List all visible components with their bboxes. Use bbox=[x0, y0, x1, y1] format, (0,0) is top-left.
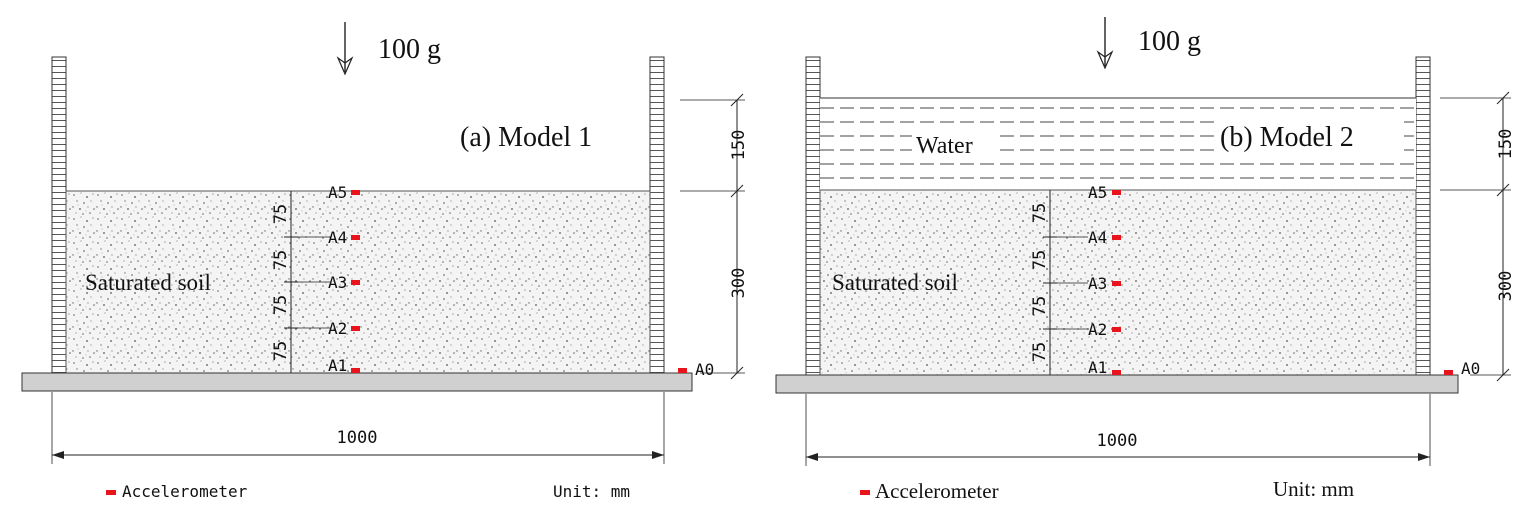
gravity-arrow-icon bbox=[1096, 17, 1114, 70]
base-sensor-label: A0 bbox=[695, 360, 714, 379]
depth-dimension-75 bbox=[1043, 190, 1088, 375]
accelerometer-marker bbox=[678, 368, 687, 373]
legend-label: Accelerometer bbox=[122, 482, 248, 501]
sensor-label: A1 bbox=[328, 356, 347, 375]
depth-dimension-75 bbox=[284, 191, 330, 373]
accelerometer-marker bbox=[351, 235, 360, 240]
dim-75-label: 75 bbox=[271, 341, 291, 361]
dim-300-label: 300 bbox=[729, 268, 749, 299]
dim-75-label: 75 bbox=[1030, 203, 1050, 223]
gravity-label: 100 g bbox=[1138, 26, 1201, 57]
dim-150-label: 150 bbox=[729, 130, 749, 161]
container-wall-right bbox=[1415, 56, 1431, 376]
accelerometer-marker bbox=[1112, 190, 1121, 195]
base-plate bbox=[775, 374, 1459, 394]
sensor-label: A4 bbox=[1088, 228, 1107, 247]
accelerometer-marker bbox=[351, 368, 360, 373]
height-dimension bbox=[1440, 91, 1511, 382]
dim-75-label: 75 bbox=[271, 250, 291, 270]
dim-75-label: 75 bbox=[1030, 296, 1050, 316]
unit-label: Unit: mm bbox=[553, 482, 630, 501]
base-plate bbox=[21, 372, 693, 392]
accelerometer-marker bbox=[351, 190, 360, 195]
water-label-bg bbox=[912, 130, 998, 160]
legend-marker bbox=[860, 490, 870, 495]
dim-75-label: 75 bbox=[1030, 250, 1050, 270]
panel-title: (b) Model 2 bbox=[1220, 122, 1354, 153]
sensor-label: A4 bbox=[328, 228, 347, 247]
gravity-label: 100 g bbox=[378, 34, 441, 65]
width-dimension bbox=[805, 394, 1431, 466]
legend-marker bbox=[106, 490, 116, 495]
width-dimension bbox=[51, 392, 665, 464]
height-dimension bbox=[680, 93, 745, 380]
container-wall-right bbox=[649, 56, 665, 374]
accelerometer-marker bbox=[1112, 235, 1121, 240]
legend-label: Accelerometer bbox=[875, 479, 999, 503]
sensor-label: A3 bbox=[1088, 274, 1107, 293]
sensor-label: A3 bbox=[328, 273, 347, 292]
sensor-label: A1 bbox=[1088, 358, 1107, 377]
water-label: Water bbox=[916, 133, 973, 159]
gravity-arrow-icon bbox=[336, 22, 354, 76]
unit-label: Unit: mm bbox=[1273, 477, 1354, 501]
accelerometer-marker bbox=[1112, 281, 1121, 286]
accelerometer-marker bbox=[1112, 370, 1121, 375]
accelerometer-marker bbox=[351, 280, 360, 285]
base-sensor-label: A0 bbox=[1461, 359, 1480, 378]
panel-model-2: 100 g Water (b) Model 2 Saturated soil bbox=[775, 17, 1516, 503]
dim-75-label: 75 bbox=[271, 295, 291, 315]
dim-300-label: 300 bbox=[1496, 271, 1516, 302]
container-wall-left bbox=[51, 56, 67, 374]
dim-75-label: 75 bbox=[1030, 342, 1050, 362]
container-wall-left bbox=[805, 56, 821, 376]
sensor-label: A5 bbox=[328, 183, 347, 202]
accelerometer-marker bbox=[1112, 327, 1121, 332]
sensor-label: A2 bbox=[1088, 320, 1107, 339]
soil-label: Saturated soil bbox=[832, 270, 958, 295]
accelerometer-marker bbox=[1444, 370, 1453, 375]
dim-75-label: 75 bbox=[271, 204, 291, 224]
width-dim-label: 1000 bbox=[337, 428, 378, 448]
sensor-label: A2 bbox=[328, 319, 347, 338]
accelerometer-marker bbox=[351, 326, 360, 331]
sensor-label: A5 bbox=[1088, 183, 1107, 202]
panel-title-bg bbox=[1214, 118, 1404, 154]
width-dim-label: 1000 bbox=[1097, 431, 1138, 451]
panel-model-1: 100 g Saturated soil (a) Model 1 75 75 7… bbox=[21, 22, 749, 501]
dim-150-label: 150 bbox=[1496, 129, 1516, 160]
soil-label: Saturated soil bbox=[85, 270, 211, 295]
panel-title: (a) Model 1 bbox=[460, 122, 592, 153]
